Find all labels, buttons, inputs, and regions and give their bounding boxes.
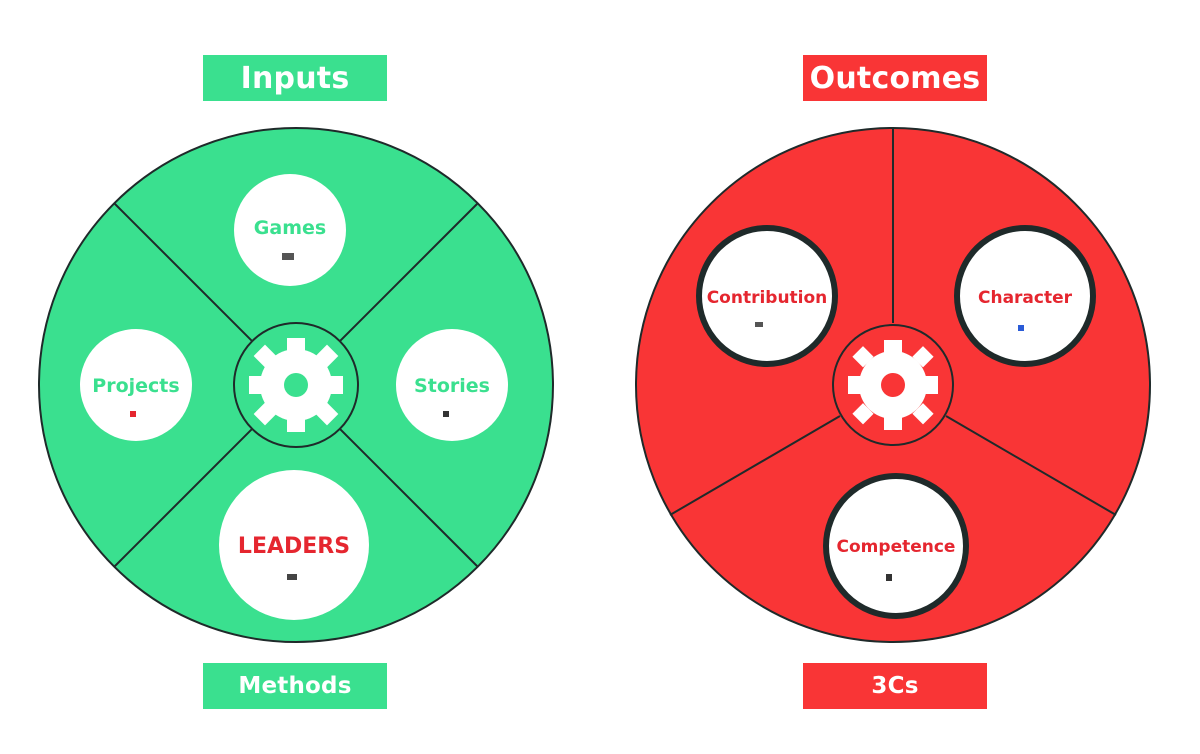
- stories-thumbnail-icon: [443, 411, 449, 417]
- outcomes-divider-right: [945, 415, 1117, 516]
- competence-thumbnail-icon: [886, 574, 892, 581]
- character-node: [954, 225, 1096, 367]
- leaders-label: LEADERS: [238, 534, 350, 559]
- outcomes-gear-hole: [881, 373, 905, 397]
- character-thumbnail-icon: [1018, 325, 1024, 331]
- games-thumbnail-icon: [282, 253, 294, 260]
- leaders-node: [219, 470, 369, 620]
- competence-label: Competence: [837, 537, 956, 557]
- stories-label: Stories: [414, 375, 490, 397]
- contribution-node: [696, 225, 838, 367]
- methods-gear-teeth: [249, 338, 343, 432]
- 3cs-footer: 3Cs: [871, 673, 919, 699]
- outcomes-wheel: Contribution Character Competence: [635, 127, 1151, 643]
- contribution-label: Contribution: [707, 288, 828, 308]
- methods-footer: Methods: [238, 673, 352, 699]
- 3cs-banner: 3Cs: [803, 663, 987, 709]
- inputs-title: Inputs: [240, 60, 350, 96]
- inputs-banner: Inputs: [203, 55, 387, 101]
- outcomes-title: Outcomes: [809, 60, 981, 96]
- methods-gear-hole: [284, 373, 308, 397]
- outcomes-gear-teeth: [848, 340, 938, 430]
- projects-node: [80, 329, 192, 441]
- games-node: [234, 174, 346, 286]
- projects-label: Projects: [92, 375, 179, 397]
- outcomes-divider-left: [669, 415, 841, 516]
- games-label: Games: [254, 217, 326, 239]
- stories-node: [396, 329, 508, 441]
- methods-banner: Methods: [203, 663, 387, 709]
- methods-wheel: Games Projects Stories LEADERS: [38, 127, 554, 643]
- contribution-thumbnail-icon: [755, 322, 763, 327]
- competence-node: [823, 473, 969, 619]
- character-label: Character: [978, 288, 1073, 308]
- leaders-thumbnail-icon: [287, 574, 297, 580]
- projects-thumbnail-icon: [130, 411, 136, 417]
- outcomes-banner: Outcomes: [803, 55, 987, 101]
